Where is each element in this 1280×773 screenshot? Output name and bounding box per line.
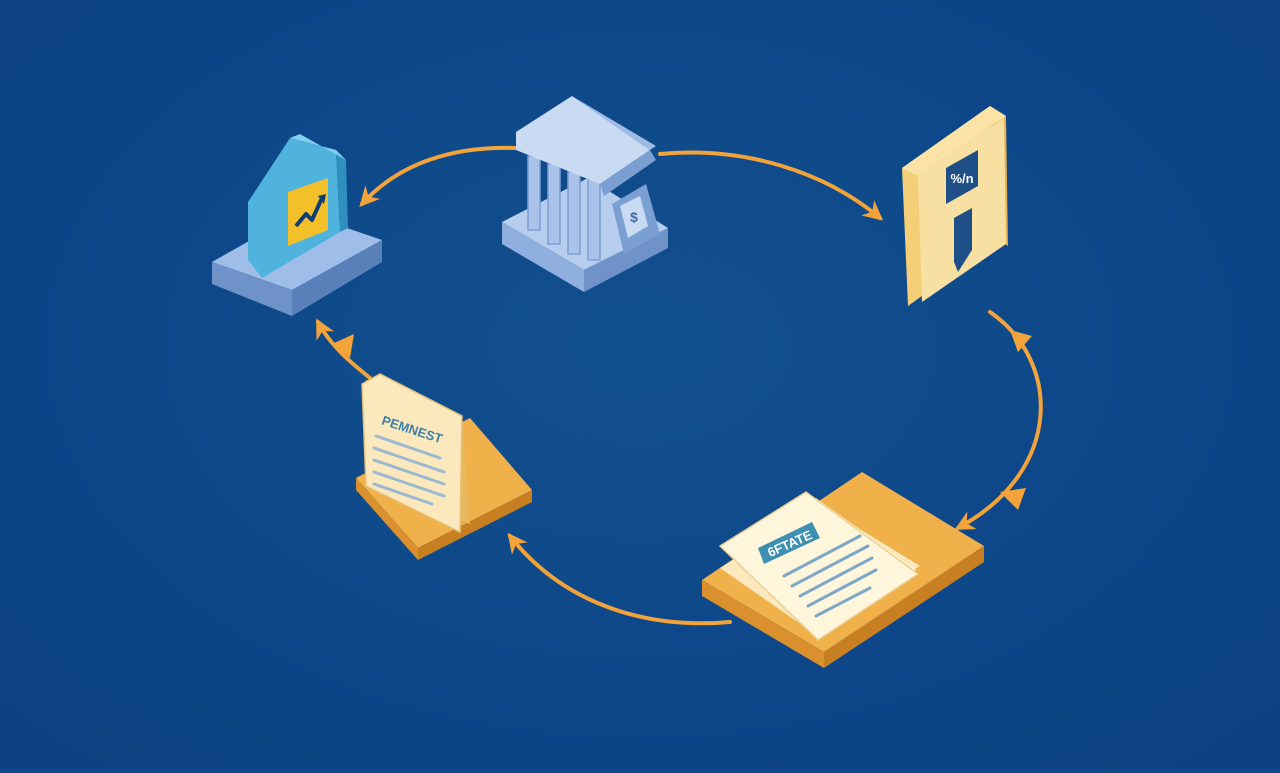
bank-coin: $ bbox=[612, 184, 660, 254]
arrow-bank-to-taxform bbox=[658, 150, 884, 221]
arrowhead-right-lower bbox=[1000, 488, 1026, 510]
bank-base-left bbox=[502, 222, 584, 292]
statement-text-lines bbox=[782, 534, 878, 618]
chart-building-roof bbox=[290, 134, 346, 160]
chart-building-side bbox=[336, 150, 348, 232]
flow-extra-arrowheads bbox=[332, 330, 1032, 510]
bank-base-right bbox=[584, 228, 668, 292]
arrow-document-to-chart bbox=[316, 318, 372, 380]
chart-base-left bbox=[212, 262, 292, 316]
bank-node: $ bbox=[502, 96, 668, 292]
document-base-left bbox=[356, 478, 418, 560]
tax-form-badge-label: %/n bbox=[950, 171, 973, 186]
folder-base-left bbox=[702, 580, 824, 668]
folder-paper-front: 6FTATE bbox=[718, 491, 920, 641]
arrow-taxform-to-folder bbox=[954, 310, 1043, 530]
arrow-folder-to-document bbox=[507, 532, 732, 626]
tax-form-face bbox=[918, 118, 1006, 302]
arrowhead-right-upper bbox=[1010, 330, 1032, 352]
bank-coin-label: $ bbox=[630, 209, 638, 225]
document-text-lines bbox=[372, 434, 446, 506]
bank-roof-side bbox=[600, 150, 656, 196]
chart-building-node bbox=[212, 134, 382, 316]
tax-form-top bbox=[902, 106, 1006, 176]
tax-form-node: %/n bbox=[902, 106, 1008, 306]
payment-document-node: PEMNEST bbox=[356, 373, 532, 560]
tax-form-badge: %/n bbox=[946, 150, 978, 204]
document-base-right bbox=[418, 490, 532, 560]
arrowhead-left-lower bbox=[332, 334, 354, 358]
statement-folder-node: 6FTATE bbox=[702, 472, 984, 668]
bank-roof-ridge bbox=[572, 96, 656, 150]
trend-chart-icon bbox=[288, 178, 328, 246]
bank-roof-front bbox=[516, 96, 650, 184]
folder-base-right bbox=[824, 546, 984, 668]
chart-base-right bbox=[292, 240, 382, 316]
tax-form-bar-icon bbox=[954, 208, 972, 272]
arrow-bank-to-chart bbox=[359, 145, 517, 207]
